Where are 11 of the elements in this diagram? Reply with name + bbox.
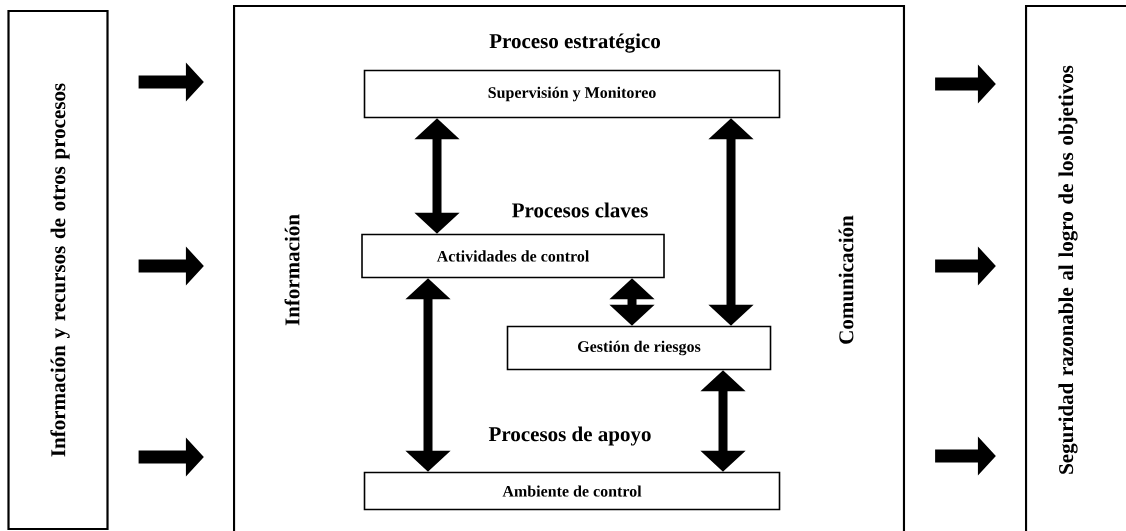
heading: Proceso estratégico [489,33,660,53]
heading: Procesos de apoyo [488,426,651,446]
box-label: Seguridad razonable al logro de los objetivos [1058,65,1078,474]
heading: Procesos claves [512,202,648,218]
process-box: Actividades de control [361,233,665,279]
box-label: Información y recursos de otros procesos [50,83,70,457]
process-box: Supervisión y Monitoreo [363,69,781,119]
side-label: Comunicación [838,215,854,344]
side-label: Información [284,214,300,326]
process-box: Gestión de riesgos [506,325,772,371]
process-box: Ambiente de control [363,471,781,511]
